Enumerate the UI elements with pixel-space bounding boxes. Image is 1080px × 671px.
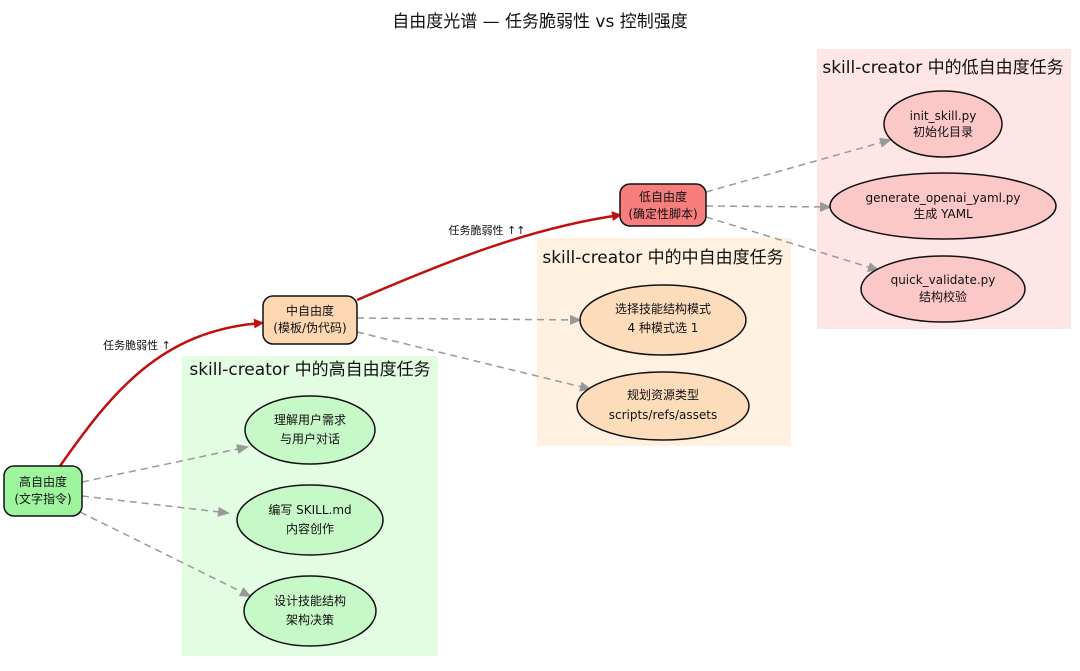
task-init-skill: init_skill.py 初始化目录 — [883, 90, 1003, 158]
level-node-low: 低自由度 (确定性脚本) — [619, 183, 707, 227]
task-write-skill-shape — [236, 484, 384, 556]
task-understand-needs-shape — [244, 395, 376, 465]
task-write-line2: 内容创作 — [286, 521, 334, 536]
task-plan-resources: 规划资源类型 scripts/refs/assets — [576, 371, 750, 441]
level-node-high: 高自由度 (文字指令) — [3, 465, 83, 517]
task-generate-line2: 生成 YAML — [913, 207, 973, 221]
task-write-line1: 编写 SKILL.md — [268, 502, 351, 517]
task-plan-resources-shape — [576, 371, 750, 441]
edge-low-to-init — [705, 137, 892, 193]
task-design-structure-shape — [243, 575, 377, 647]
edge-high-to-design — [79, 511, 252, 597]
level-high-line1: 高自由度 — [19, 474, 67, 489]
level-low-line2: (确定性脚本) — [628, 206, 697, 221]
task-generate-yaml: generate_openai_yaml.py 生成 YAML — [829, 172, 1057, 240]
level-high-line2: (文字指令) — [14, 491, 71, 506]
task-understand-line2: 与用户对话 — [280, 431, 340, 446]
task-design-structure: 设计技能结构 架构决策 — [243, 575, 377, 647]
level-node-mid: 中自由度 (模板/伪代码) — [262, 295, 358, 345]
level-mid-line2: (模板/伪代码) — [273, 321, 346, 335]
level-node-mid-box — [262, 295, 358, 345]
task-design-line2: 架构决策 — [286, 612, 334, 627]
level-low-line1: 低自由度 — [639, 189, 687, 204]
cluster-low-label: skill-creator 中的低自由度任务 — [822, 58, 1063, 78]
task-pattern-line2: 4 种模式选 1 — [628, 321, 699, 335]
task-understand-line1: 理解用户需求 — [274, 412, 346, 427]
edge-low-to-validate — [705, 216, 880, 272]
dashed-edges — [79, 137, 892, 597]
fragility-edges: 任务脆弱性 ↑ 任务脆弱性 ↑↑ — [58, 211, 622, 467]
edge-mid-to-pattern — [356, 314, 582, 325]
task-validate-line2: 结构校验 — [919, 289, 967, 304]
task-pattern-line1: 选择技能结构模式 — [615, 301, 711, 316]
task-quick-validate-shape — [860, 255, 1026, 323]
task-design-line1: 设计技能结构 — [274, 593, 346, 608]
task-init-line2: 初始化目录 — [913, 125, 973, 139]
edge-high-to-write — [81, 495, 230, 517]
task-generate-yaml-shape — [829, 172, 1057, 240]
task-select-pattern-shape — [579, 284, 747, 356]
level-node-high-box — [3, 465, 83, 517]
edge-low-to-generate — [705, 201, 832, 212]
edge-high-to-mid — [58, 318, 264, 467]
cluster-mid-label: skill-creator 中的中自由度任务 — [542, 248, 783, 268]
level-node-low-box — [619, 183, 707, 227]
edge-mid-to-resources — [356, 331, 592, 392]
task-generate-line1: generate_openai_yaml.py — [865, 191, 1020, 205]
edge-high-to-understand — [81, 444, 249, 483]
task-resources-line2: scripts/refs/assets — [609, 408, 718, 422]
diagram-title: 自由度光谱 — 任务脆弱性 vs 控制强度 — [392, 12, 688, 32]
task-write-skill: 编写 SKILL.md 内容创作 — [236, 484, 384, 556]
level-mid-line1: 中自由度 — [286, 303, 334, 318]
task-init-skill-shape — [883, 90, 1003, 158]
edge-label-mid-to-low: 任务脆弱性 ↑↑ — [449, 223, 526, 237]
edge-mid-to-low — [356, 211, 622, 302]
task-resources-line1: 规划资源类型 — [627, 387, 699, 402]
edge-label-high-to-mid: 任务脆弱性 ↑ — [103, 338, 171, 352]
cluster-high-label: skill-creator 中的高自由度任务 — [189, 360, 430, 380]
task-validate-line1: quick_validate.py — [891, 273, 996, 287]
task-init-line1: init_skill.py — [910, 109, 977, 123]
task-understand-needs: 理解用户需求 与用户对话 — [244, 395, 376, 465]
task-select-pattern: 选择技能结构模式 4 种模式选 1 — [579, 284, 747, 356]
task-quick-validate: quick_validate.py 结构校验 — [860, 255, 1026, 323]
